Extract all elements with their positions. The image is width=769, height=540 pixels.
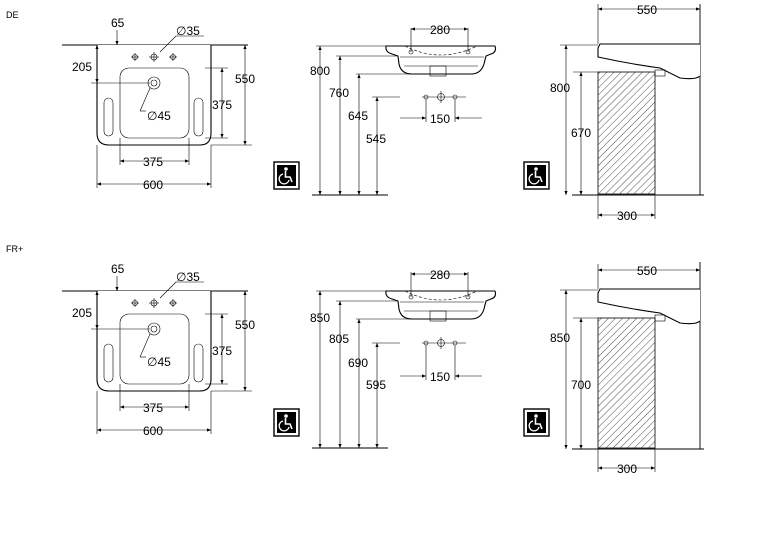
dim-projection: 550 (637, 3, 657, 17)
waste-connection: 150 (400, 91, 482, 126)
section-fr: FR+ 65 ∅35 205 ∅45 (6, 244, 704, 476)
dim-waste-height: 595 (366, 378, 386, 392)
dim-grip-length: 375 (212, 98, 232, 112)
grip-right (193, 343, 204, 383)
side-view: 280 800 760 645 545 (310, 23, 497, 196)
dim-top-to-tap: 205 (72, 306, 92, 320)
dim-rim-height: 760 (329, 86, 349, 100)
dim-grip-length: 375 (212, 344, 232, 358)
dim-waste-spacing: 150 (430, 370, 450, 384)
waste-connection: 150 (400, 337, 482, 384)
dim-tap-offset: 65 (111, 16, 125, 30)
knee-clearance-zone (597, 71, 656, 195)
bowl-outline (119, 67, 190, 139)
front-view: 65 ∅35 205 ∅45 550 375 375 600 (62, 262, 255, 438)
dim-height: 800 (550, 81, 570, 95)
basin-side-profile (597, 43, 701, 80)
section-de: DE 65 ∅35 205 (6, 3, 704, 223)
dim-knee-depth: 300 (617, 209, 637, 223)
dim-tap-hole: ∅35 (176, 270, 200, 284)
basin-side-profile (385, 290, 497, 320)
dim-inner-width: 375 (143, 401, 163, 415)
basin-side-profile (385, 45, 497, 75)
dim-rim-height: 805 (329, 332, 349, 346)
dim-projection: 550 (637, 264, 657, 278)
dim-clearance: 670 (571, 126, 591, 140)
wall-view: 550 850 700 300 (550, 262, 704, 476)
basin-side-profile (597, 288, 701, 325)
grip-left (103, 343, 114, 383)
dim-width: 600 (143, 424, 163, 438)
dim-width: 600 (143, 178, 163, 192)
dim-underside-height: 645 (348, 109, 368, 123)
side-view: 280 850 805 690 595 (310, 268, 497, 449)
dim-waste: ∅45 (147, 355, 171, 369)
wheelchair-accessible-icon (273, 161, 300, 190)
dim-tap-offset: 65 (111, 262, 125, 276)
dim-top-to-tap: 205 (72, 60, 92, 74)
dim-tap-hole: ∅35 (176, 24, 200, 38)
front-view: 65 ∅35 205 ∅45 550 375 3 (62, 16, 255, 192)
dim-waste-spacing: 150 (430, 112, 450, 126)
dim-knee-depth: 300 (617, 462, 637, 476)
section-label: DE (6, 10, 19, 20)
knee-clearance-zone (597, 317, 656, 449)
grip-right (193, 97, 204, 137)
dim-overall-height: 850 (310, 311, 330, 325)
bowl-outline (119, 313, 190, 385)
dim-depth: 550 (235, 72, 255, 86)
dim-inner-width: 375 (143, 155, 163, 169)
wheelchair-accessible-icon (273, 408, 300, 437)
tap-holes (131, 52, 177, 62)
grip-left (103, 97, 114, 137)
dim-overall-height: 800 (310, 64, 330, 78)
dim-waste-height: 545 (366, 132, 386, 146)
tap-holes (131, 298, 177, 308)
dim-tap-spacing: 280 (430, 268, 450, 282)
dim-clearance: 700 (571, 378, 591, 392)
wheelchair-accessible-icon (523, 161, 550, 190)
wall-view: 550 800 670 300 (550, 3, 704, 223)
dim-waste: ∅45 (147, 109, 171, 123)
section-label: FR+ (6, 244, 23, 254)
dim-height: 850 (550, 331, 570, 345)
dim-tap-spacing: 280 (430, 23, 450, 37)
wheelchair-accessible-icon (523, 408, 550, 437)
dim-depth: 550 (235, 318, 255, 332)
dim-underside-height: 690 (348, 356, 368, 370)
